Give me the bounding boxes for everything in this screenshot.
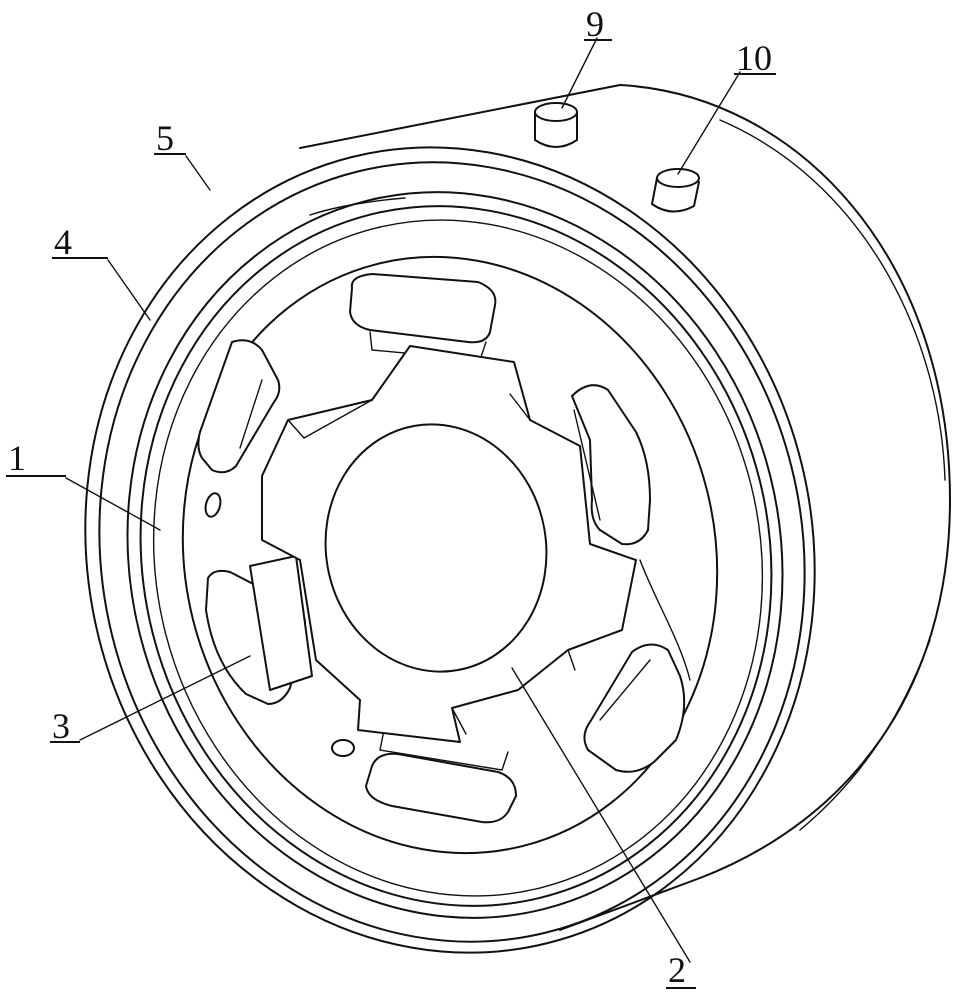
terminal-pin-10 xyxy=(651,168,700,213)
rotor-2 xyxy=(261,345,637,743)
stator-1 xyxy=(181,197,719,855)
outer-ring-4 xyxy=(126,191,784,919)
label-part-4: 4 xyxy=(52,222,108,262)
svg-text:5: 5 xyxy=(156,118,174,158)
svg-text:10: 10 xyxy=(736,38,772,78)
svg-text:2: 2 xyxy=(668,950,686,990)
leader-lines xyxy=(65,37,741,963)
label-part-10: 10 xyxy=(734,38,776,78)
winding-coils-3 xyxy=(197,273,686,824)
svg-text:3: 3 xyxy=(52,706,70,746)
label-part-2: 2 xyxy=(666,950,696,990)
housing-body xyxy=(299,84,951,931)
terminal-pin-9 xyxy=(534,102,578,148)
svg-text:4: 4 xyxy=(54,222,72,262)
front-end-cover-5 xyxy=(84,146,816,954)
svg-text:9: 9 xyxy=(586,4,604,44)
label-part-9: 9 xyxy=(584,4,612,44)
label-part-5: 5 xyxy=(154,118,186,158)
svg-text:1: 1 xyxy=(8,438,26,478)
label-part-3: 3 xyxy=(50,706,80,746)
label-part-1: 1 xyxy=(6,438,66,478)
